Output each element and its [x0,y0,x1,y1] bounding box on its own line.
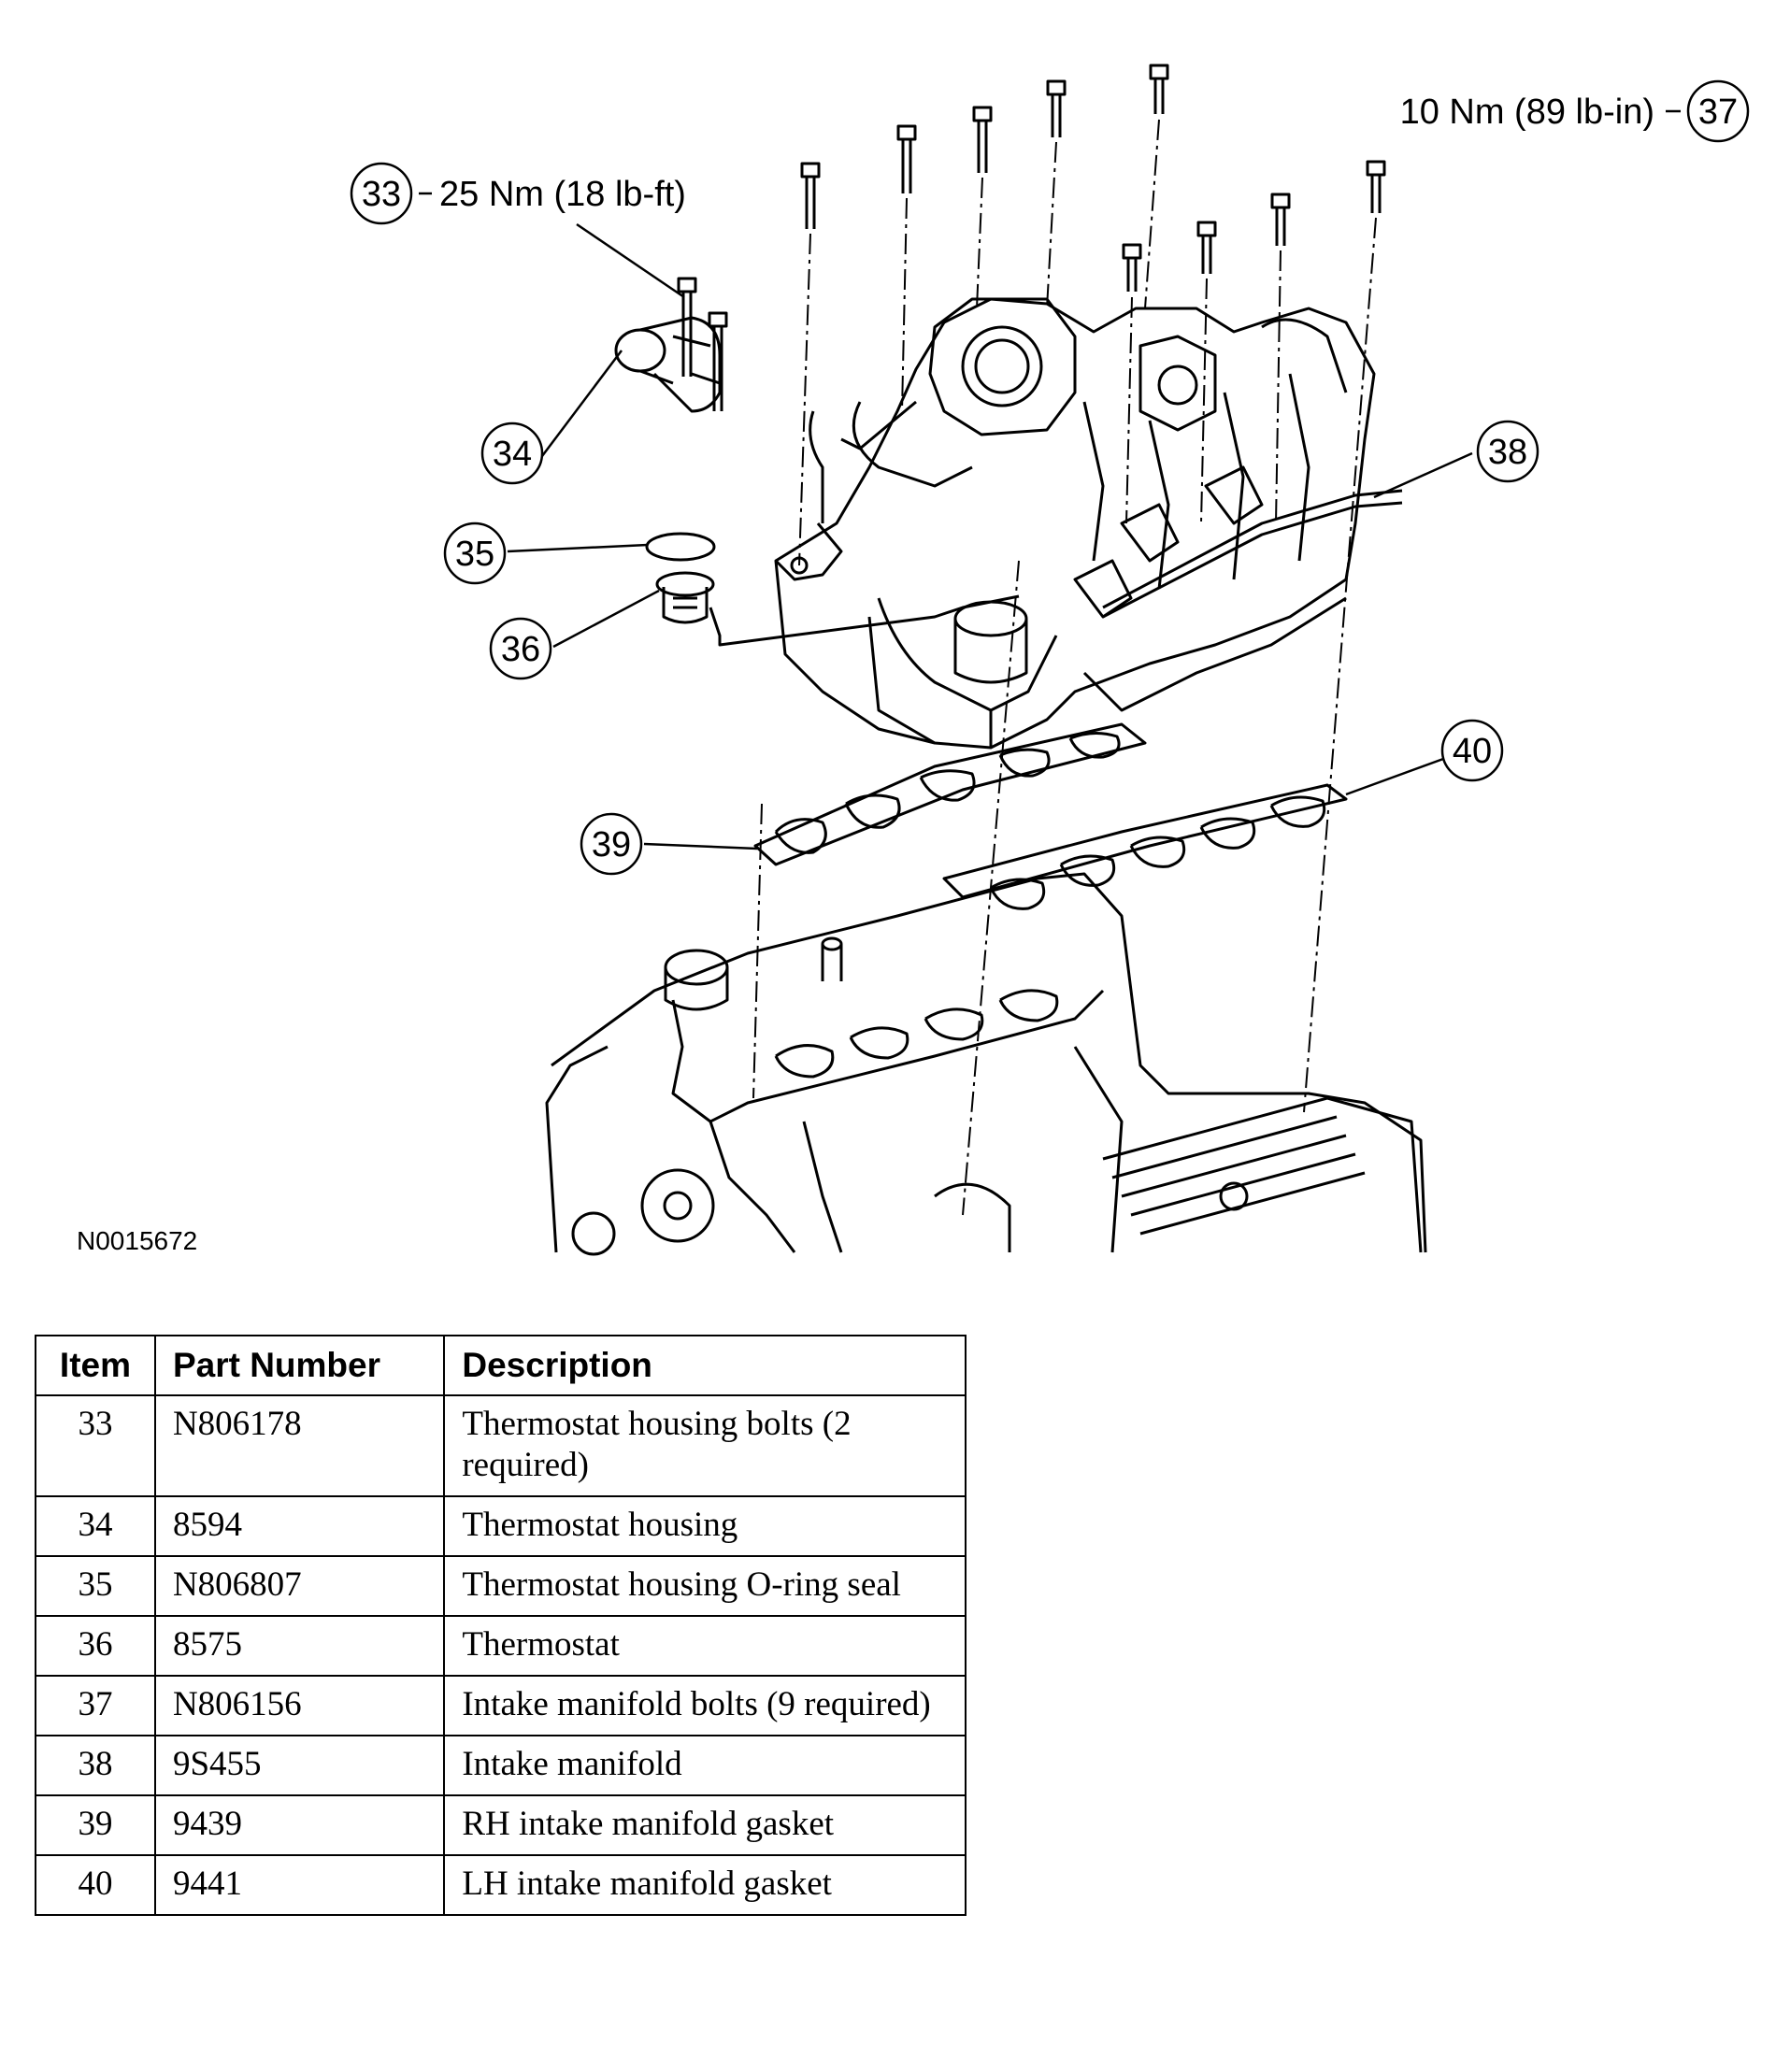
svg-text:39: 39 [592,825,631,865]
table-row: 33 N806178 Thermostat housing bolts (2 r… [35,1394,967,1497]
table-row: 34 8594 Thermostat housing [35,1495,967,1557]
cell-part-number: 8594 [153,1495,446,1557]
engine-block [545,872,1427,1256]
cell-description: Thermostat housing [443,1495,967,1557]
callout-37: 37 10 Nm (89 lb-in) [1400,79,1750,143]
callout-37-torque: 10 Nm (89 lb-in) [1400,93,1654,132]
header-item: Item [35,1335,156,1396]
thermostat-housing [614,316,722,413]
table-row: 39 9439 RH intake manifold gasket [35,1794,967,1856]
cell-description: Thermostat housing O-ring seal [443,1555,967,1617]
o-ring-seal [645,532,716,562]
svg-text:40: 40 [1453,732,1492,771]
figure-id: N0015672 [77,1226,198,1255]
callout-33: 33 25 Nm (18 lb-ft) [350,162,686,225]
cell-item: 34 [35,1495,156,1557]
callout-33-torque: 25 Nm (18 lb-ft) [439,175,686,214]
cell-item: 35 [35,1555,156,1617]
table-header-row: Item Part Number Description [35,1335,967,1396]
callout-39: 39 [580,812,643,876]
cell-description: RH intake manifold gasket [443,1794,967,1856]
table-row: 35 N806807 Thermostat housing O-ring sea… [35,1555,967,1617]
cell-item: 38 [35,1735,156,1796]
cell-part-number: N806178 [153,1394,446,1497]
svg-text:38: 38 [1488,433,1527,472]
parts-table: Item Part Number Description 33 N806178 … [35,1335,967,1916]
header-description: Description [443,1335,967,1396]
cell-part-number: 8575 [153,1615,446,1677]
cell-part-number: N806156 [153,1675,446,1736]
exploded-view-diagram: 33 25 Nm (18 lb-ft) 34 35 36 37 10 Nm (8… [350,64,1750,1256]
callout-34: 34 [480,422,544,485]
table-row: 36 8575 Thermostat [35,1615,967,1677]
cell-part-number: 9S455 [153,1735,446,1796]
cell-item: 36 [35,1615,156,1677]
cell-description: Intake manifold [443,1735,967,1796]
lh-intake-manifold-gasket [942,783,1348,910]
callout-38: 38 [1476,420,1539,483]
cell-description: Thermostat [443,1615,967,1677]
cell-item: 37 [35,1675,156,1736]
cell-description: Thermostat housing bolts (2 required) [443,1394,967,1497]
intake-manifold-bolts [800,64,1386,292]
alignment-lines [752,119,1377,1216]
callout-40: 40 [1440,719,1504,782]
cell-description: LH intake manifold gasket [443,1854,967,1916]
callout-36: 36 [489,617,552,680]
cell-item: 40 [35,1854,156,1916]
cell-part-number: 9441 [153,1854,446,1916]
svg-text:33: 33 [362,175,401,214]
table-row: 40 9441 LH intake manifold gasket [35,1854,967,1916]
table-row: 37 N806156 Intake manifold bolts (9 requ… [35,1675,967,1736]
svg-text:35: 35 [455,535,494,574]
svg-text:36: 36 [501,630,540,669]
cell-part-number: 9439 [153,1794,446,1856]
table-row: 38 9S455 Intake manifold [35,1735,967,1796]
cell-item: 33 [35,1394,156,1497]
svg-text:37: 37 [1698,93,1738,132]
cell-description: Intake manifold bolts (9 required) [443,1675,967,1736]
header-part-number: Part Number [153,1335,446,1396]
callout-35: 35 [443,522,507,585]
thermostat [655,571,1020,647]
leader-lines [419,109,1681,850]
cell-part-number: N806807 [153,1555,446,1617]
rh-intake-manifold-gasket [753,722,1147,866]
cell-item: 39 [35,1794,156,1856]
svg-text:34: 34 [493,435,532,474]
intake-manifold [774,297,1403,750]
thermostat-housing-bolts [677,277,728,411]
